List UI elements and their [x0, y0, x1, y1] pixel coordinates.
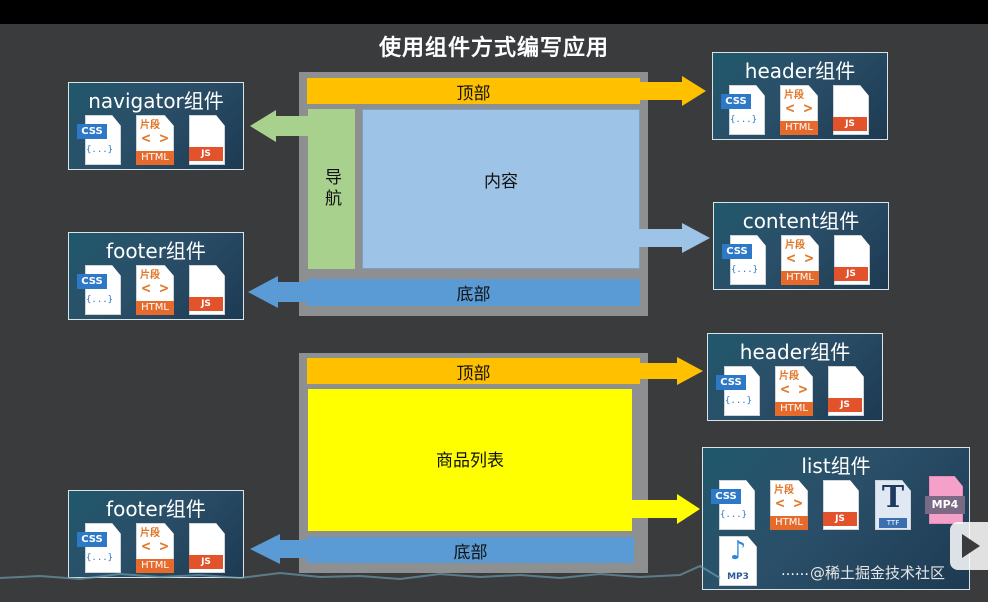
layout1-footer-region: 底部 [307, 279, 640, 306]
layout1-top-label: 顶部 [456, 83, 491, 104]
css-file-icon: CSS {...} [722, 235, 766, 285]
content-card-title: content组件 [742, 209, 860, 233]
css-file-icon: CSS {...} [77, 265, 121, 315]
js-file-icon: JS [823, 480, 859, 530]
html-file-icon: 片段 < > HTML [781, 235, 819, 285]
header-card-title-2: header组件 [739, 340, 851, 364]
arrow-top-to-header1 [630, 76, 706, 106]
html-file-icon: 片段 < > HTML [136, 115, 174, 165]
layout2-top-label: 顶部 [456, 363, 491, 384]
layout2-footer-region: 底部 [307, 537, 634, 563]
layout1-nav-label: 导航 [321, 168, 341, 210]
js-file-icon: JS [833, 85, 869, 135]
html-file-icon: 片段 < > HTML [136, 523, 174, 573]
layout1-content-region: 内容 [362, 109, 640, 269]
list-component-card: list组件 CSS {...} 片段 < > HTML JS T TTF MP… [702, 447, 970, 590]
arrow-list-to-list-card [622, 494, 700, 524]
play-button[interactable] [950, 522, 988, 570]
css-file-icon: CSS {...} [721, 85, 765, 135]
watermark: @稀土掘金技术社区 [810, 564, 946, 582]
js-file-icon: JS [189, 115, 225, 165]
header-component-card-2: header组件 CSS {...} 片段 < > HTML JS [707, 333, 883, 421]
html-file-icon: 片段 < > HTML [136, 265, 174, 315]
html-file-icon: 片段 < > HTML [770, 480, 808, 530]
mp3-audio-file-icon: ♪ MP3 [719, 536, 757, 586]
html-file-icon: 片段 < > HTML [775, 366, 813, 416]
header-card-title-1: header组件 [744, 59, 856, 83]
footer-component-card-2: footer组件 CSS {...} 片段 < > HTML JS [68, 490, 244, 578]
css-file-icon: CSS {...} [716, 366, 760, 416]
footer-component-card-1: footer组件 CSS {...} 片段 < > HTML JS [68, 232, 244, 320]
arrow-top-to-header2 [622, 357, 703, 385]
arrow-footer-to-footer2 [250, 534, 318, 564]
js-file-icon: JS [189, 265, 225, 315]
css-file-icon: CSS {...} [711, 480, 755, 530]
html-file-icon: 片段 < > HTML [780, 85, 818, 135]
arrow-nav-to-navigator [250, 110, 316, 142]
footer-card-title-2: footer组件 [106, 497, 206, 521]
layout2-list-region: 商品列表 [308, 389, 632, 531]
layout2-footer-label: 底部 [453, 542, 488, 563]
navigator-card-title: navigator组件 [88, 89, 224, 113]
header-component-card-1: header组件 CSS {...} 片段 < > HTML JS [712, 52, 888, 140]
mp4-video-file-icon: MP4 [925, 476, 965, 524]
content-component-card: content组件 CSS {...} 片段 < > HTML JS [713, 202, 889, 290]
more-files-ellipsis: …… [781, 563, 809, 579]
layout1-content-label: 内容 [484, 171, 518, 192]
js-file-icon: JS [828, 366, 864, 416]
arrow-footer-to-footer1 [248, 276, 318, 308]
css-file-icon: CSS {...} [77, 523, 121, 573]
arrow-content-to-content-card [628, 223, 710, 253]
navigator-component-card: navigator组件 CSS {...} 片段 < > HTML JS [68, 82, 244, 170]
slide-title: 使用组件方式编写应用 [378, 36, 609, 61]
css-file-icon: CSS {...} [77, 115, 121, 165]
footer-card-title-1: footer组件 [106, 239, 206, 263]
layout2-top-region: 顶部 [307, 358, 640, 384]
ttf-font-file-icon: T TTF [875, 480, 911, 530]
layout1-footer-label: 底部 [456, 285, 491, 305]
layout2-list-label: 商品列表 [436, 450, 504, 471]
js-file-icon: JS [834, 235, 870, 285]
play-icon [962, 534, 980, 558]
js-file-icon: JS [189, 523, 225, 573]
list-card-title: list组件 [801, 454, 871, 478]
layout1-top-region: 顶部 [307, 78, 640, 104]
